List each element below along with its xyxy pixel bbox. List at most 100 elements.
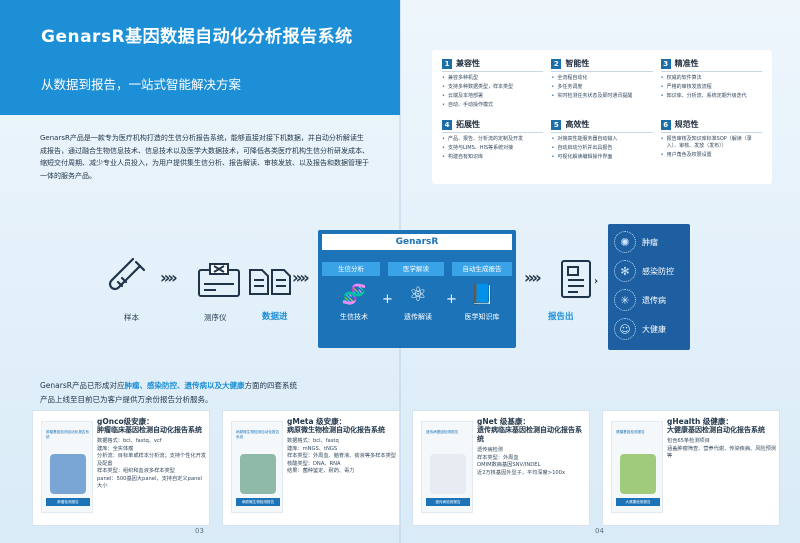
product-card-gmeta: 病原微生物检测自动化报告系统 病原微生物检测报告 gMeta 级安康： 病原微生…	[222, 410, 400, 526]
feature-number: 2	[551, 58, 562, 69]
feature-item: 构建自有知识库	[442, 154, 543, 161]
cover-title: 遗传病基因检测报告	[426, 430, 459, 434]
cover-art	[240, 454, 276, 494]
page-number-right: 04	[595, 527, 604, 535]
chevron-right-icon: »»	[524, 268, 542, 287]
output-label: 大健康	[642, 324, 666, 334]
product-card-gnet: 遗传病基因检测报告 遗传病检测报告 gNet 级基康： 遗传病临床基因检测自动化…	[412, 410, 590, 526]
feature-item: 自动、手动操作模式	[442, 102, 543, 109]
output-label: 肿瘤	[642, 237, 658, 247]
intro-paragraph: GenarsR产品是一款专为医疗机构打造的生信分析报告系统，能够直接对接下机数据…	[40, 134, 369, 180]
cover-title: 肿瘤基因检测自动化报告系统	[46, 430, 90, 439]
header-banner: GenarsR基因数据自动化分析报告系统 从数据到报告，一站式智能解决方案	[0, 0, 400, 115]
output-label: 感染防控	[642, 266, 674, 276]
plus-icon: +	[382, 292, 393, 307]
cover-title: 病原微生物检测自动化报告系统	[236, 430, 280, 439]
cover-title: 健康基因检测报告	[616, 430, 645, 434]
product-detail: 遗传病检测	[477, 447, 503, 453]
report-out-label: 报告出	[548, 312, 574, 322]
product-name: gHealth 级健康：	[667, 417, 733, 426]
cover-art	[430, 454, 466, 494]
product-detail: 结果：菌种鉴定、耐药、毒力	[287, 468, 355, 474]
network-icon: ✳	[614, 289, 636, 311]
data-files-icon	[249, 269, 291, 295]
product-card-gonco: 肿瘤基因检测自动化报告系统 肿瘤检测报告 gOnco级安康： 肿瘤临床基因检测自…	[32, 410, 210, 526]
step-bioinfo: 生信分析	[322, 262, 380, 276]
person-icon: ☺	[614, 318, 636, 340]
cover-band: 肿瘤检测报告	[46, 498, 90, 506]
product-detail: 数据格式：bcl、fastq、vcf	[97, 438, 162, 444]
feature-item: 严格的审核发放流程	[661, 84, 762, 91]
tech-label: 医学知识库	[464, 313, 500, 321]
product-description: 肿瘤临床基因检测自动化报告系统	[97, 426, 202, 434]
systems-summary: GenarsR产品已形成对应肿瘤、感染防控、遗传病以及大健康方面的四套系统	[40, 380, 297, 391]
feature-item: 产品、报告、分析流的定制及开发	[442, 136, 543, 143]
output-health: ☺ 大健康	[614, 317, 690, 341]
feature-item: 多任务调度	[551, 84, 652, 91]
feature-item: 支持多种数据类型，样本类型	[442, 84, 543, 91]
sample-label: 样本	[124, 313, 139, 322]
tech-genetic-interpretation: ⚛ 遗传解读	[390, 282, 446, 322]
product-detail: 包含65条检测项目	[667, 438, 710, 444]
data-in-label: 数据进	[262, 312, 288, 322]
product-detail: 涵盖肿瘤筛查、营养代谢、传染疾病、风险预测等	[667, 445, 776, 460]
feature-number: 6	[660, 119, 671, 130]
sequencer-label: 测序仪	[204, 313, 227, 322]
report-icon	[561, 260, 591, 298]
cover-art	[620, 454, 656, 494]
cover-band: 病原微生物检测报告	[236, 498, 280, 506]
feature-item: 权威的软件算法	[661, 75, 762, 82]
tech-knowledge-base: 📘 医学知识库	[454, 282, 510, 322]
book-icon: 📘	[469, 282, 495, 306]
report-cover-image: 遗传病基因检测报告 遗传病检测报告	[421, 421, 473, 513]
page-subtitle: 从数据到报告，一站式智能解决方案	[41, 77, 242, 92]
feature-item: 用户角色及权限设置	[661, 152, 762, 159]
product-detail: 样本类型：外周血、脑脊液、痰液等多样本类型	[287, 453, 396, 459]
chevron-right-icon: ›	[594, 276, 599, 287]
feature-title: 精准性	[674, 59, 699, 68]
product-detail: 建库：全实体瘤	[97, 445, 134, 452]
product-description: 病原微生物检测自动化报告系统	[287, 426, 385, 434]
core-title: GenarsR	[322, 234, 512, 250]
cover-band: 大健康检测报告	[616, 498, 660, 506]
feature-item: 知识库、分析流、系统定期升级迭代	[661, 93, 762, 100]
product-detail: 近2万核基因外显子，平均深度>100x	[477, 469, 566, 476]
feature-title: 拓展性	[456, 120, 480, 129]
chevron-right-icon: »»	[160, 268, 178, 287]
feature-number: 3	[660, 58, 671, 69]
feature-item: 兼容多种机型	[442, 75, 543, 82]
feature-title: 智能性	[565, 59, 590, 68]
step-auto-report: 自动生成报告	[452, 262, 512, 276]
virus-icon: ✻	[614, 260, 636, 282]
feature-title: 高效性	[565, 120, 590, 129]
feature-number: 4	[442, 119, 452, 130]
feature-number: 1	[442, 58, 452, 69]
product-name: gOnco级安康：	[97, 417, 154, 426]
product-card-ghealth: 健康基因检测报告 大健康检测报告 gHealth 级健康： 大健康基因检测自动化…	[602, 410, 780, 526]
feature-title: 兼容性	[456, 59, 480, 68]
output-genetic-disease: ✳ 遗传病	[614, 288, 690, 312]
feature-4: 4 拓展性 产品、报告、分析流的定制及开发支持与LIMS、HIS等系统对接构建自有…	[442, 117, 544, 178]
feature-item: 自动启动分析并出具报告	[551, 145, 652, 152]
tech-label: 遗传解读	[404, 313, 432, 321]
genarsr-core-box: GenarsR	[318, 230, 516, 348]
product-detail: 样本类型：外周血	[477, 454, 519, 461]
product-name: gMeta 级安康：	[287, 417, 347, 426]
plus-icon: +	[446, 292, 457, 307]
dna-icon: 🧬	[341, 282, 367, 306]
feature-title: 规范性	[674, 120, 699, 129]
summary-prefix: GenarsR产品已形成对应	[40, 381, 125, 390]
step-medical-interpretation: 医学解读	[388, 262, 444, 276]
feature-item: 支持与LIMS、HIS等系统对接	[442, 145, 543, 152]
product-name: gNet 级基康：	[477, 417, 530, 426]
feature-item: 实时检测任务状态及即时通讯提醒	[551, 93, 652, 100]
product-detail: 样本类型：组织和血液多样本类型	[97, 468, 175, 474]
test-tube-icon	[108, 257, 146, 291]
tech-bioinfo: 🧬 生信技术	[326, 282, 382, 322]
cover-art	[50, 454, 86, 494]
report-cover-image: 病原微生物检测自动化报告系统 病原微生物检测报告	[231, 421, 283, 513]
